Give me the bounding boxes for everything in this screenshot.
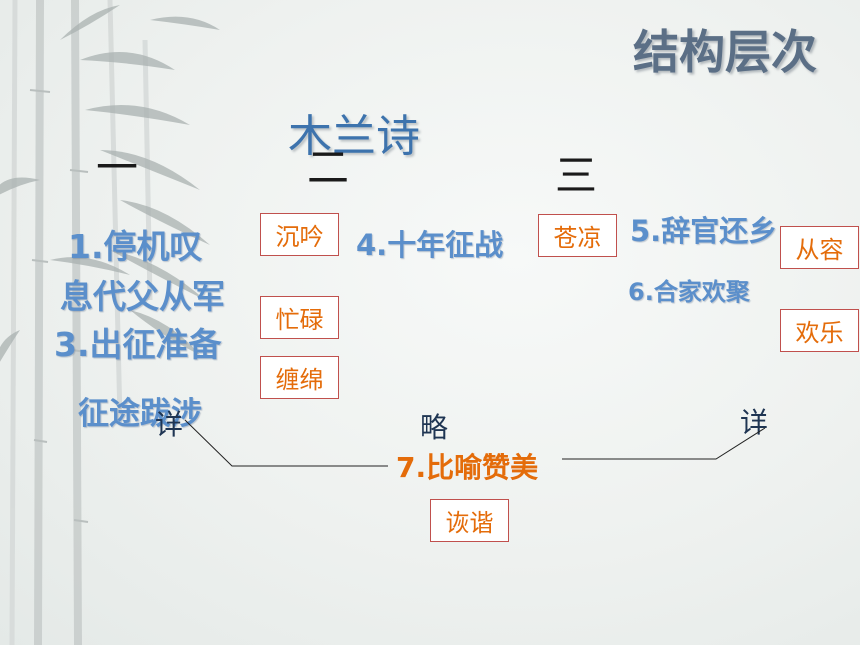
item-3: 3.出征准备 bbox=[54, 325, 222, 364]
label-detail-right: 详 bbox=[740, 406, 769, 439]
item-7: 6.合家欢聚 bbox=[628, 278, 750, 306]
tag-huixie: 诙谐 bbox=[430, 499, 509, 542]
tag-manglu: 忙碌 bbox=[260, 296, 339, 339]
label-detail-left: 详 bbox=[155, 408, 184, 441]
item-5: 4.十年征战 bbox=[356, 228, 504, 262]
tag-chenyin: 沉吟 bbox=[260, 213, 339, 256]
item-8: 7.比喻赞美 bbox=[396, 451, 539, 484]
item-6: 5.辞官还乡 bbox=[630, 214, 778, 248]
item-4: 征途跋涉 bbox=[78, 396, 202, 432]
tag-congrong: 从容 bbox=[780, 226, 859, 269]
tag-chanmian: 缠绵 bbox=[260, 356, 339, 399]
item-1: 1.停机叹 bbox=[68, 227, 203, 266]
bamboo-decoration bbox=[0, 0, 220, 645]
label-brief: 略 bbox=[420, 411, 449, 444]
tag-cangliang: 苍凉 bbox=[538, 214, 617, 257]
section-one: 一 bbox=[96, 143, 139, 192]
section-three: 三 bbox=[555, 151, 598, 200]
page-title: 结构层次 bbox=[633, 25, 817, 79]
section-two: 二 bbox=[307, 143, 350, 192]
poem-title: 木兰诗 bbox=[288, 111, 420, 162]
item-2: 息代父从军 bbox=[60, 277, 225, 316]
tag-huanle: 欢乐 bbox=[780, 309, 859, 352]
